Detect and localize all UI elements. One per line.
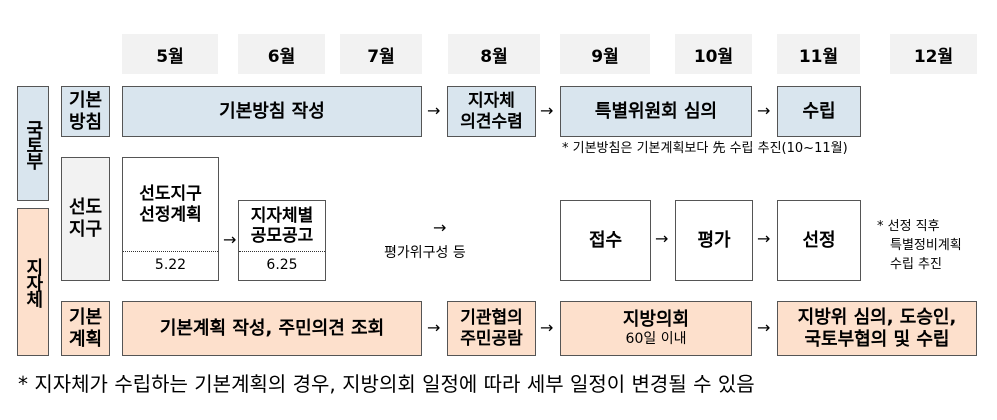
label-line: 선도 (68, 197, 103, 219)
arrow-icon: → (757, 101, 771, 120)
step-policy-establish: 수립 (777, 86, 861, 137)
month-header: 5월 (122, 34, 218, 74)
step-line: 지자체 (468, 91, 515, 112)
step-pilot-select: 선정 (777, 200, 861, 281)
label-line: 계획 (68, 328, 103, 350)
step-line: 지방위 심의, 도승인, (797, 306, 957, 328)
group-label: 국토부 (22, 119, 44, 168)
step-policy-committee: 특별위원회 심의 (560, 86, 752, 137)
date: 6.25 (239, 251, 325, 274)
arrow-icon: → (540, 318, 554, 337)
pilot-note: * 선정 직후 특별정비계획 수립 추진 (877, 218, 962, 275)
step-plan-establish: 지방위 심의, 도승인,국토부협의 및 수립 (777, 301, 977, 356)
step-line: 공모공고 (250, 226, 314, 246)
step-plan-draft: 기본계획 작성, 주민의견 조회 (122, 301, 422, 356)
step-line: 지방의회 (622, 309, 690, 331)
month-header: 10월 (675, 34, 752, 74)
arrow-icon: → (433, 218, 447, 237)
step-line: 기관협의 (460, 308, 523, 329)
arrow-icon: → (757, 229, 771, 248)
step-sub: 60일 이내 (625, 330, 687, 347)
policy-note: * 기본방침은 기본계획보다 先 수립 추진(10~11월) (562, 141, 848, 156)
step-line: 선도지구 (139, 184, 202, 205)
group-ministry: 국토부 (17, 86, 49, 201)
month-header: 8월 (448, 34, 540, 74)
note-line: 수립 추진 (890, 256, 942, 272)
group-label: 지자체 (22, 258, 44, 306)
label-line: 방침 (68, 111, 103, 133)
step-policy-draft: 기본방침 작성 (122, 86, 422, 137)
step-pilot-evaluate: 평가 (675, 200, 753, 281)
month-header: 12월 (890, 34, 977, 74)
arrow-icon: → (655, 229, 669, 248)
step-line: 선정계획 (139, 204, 202, 225)
step-line: 의견수렴 (460, 111, 523, 132)
date: 5.22 (123, 251, 218, 274)
footer-note: * 지자체가 수립하는 기본계획의 경우, 지방의회 일정에 따라 세부 일정이… (18, 372, 755, 396)
arrow-icon: → (223, 230, 237, 249)
arrow-icon: → (427, 101, 441, 120)
note-line: 특별정비계획 (890, 237, 962, 253)
label-line: 기본 (68, 306, 103, 328)
label-line: 지구 (68, 219, 103, 240)
group-local: 지자체 (17, 208, 49, 356)
month-header: 9월 (560, 34, 650, 74)
arrow-icon: → (757, 318, 771, 337)
step-line: 국토부협의 및 수립 (804, 328, 950, 350)
label-line: 기본 (68, 89, 103, 111)
month-header: 11월 (777, 34, 860, 74)
step-pilot-receive: 접수 (560, 200, 651, 281)
note-line: * 선정 직후 (877, 219, 940, 234)
arrow-icon: → (540, 101, 554, 120)
step-line: 지자체별 (250, 205, 314, 226)
month-header: 6월 (238, 34, 325, 74)
mid-text: 평가위구성 등 (384, 245, 466, 261)
arrow-icon: → (427, 318, 441, 337)
step-line: 주민공람 (460, 328, 523, 349)
month-header: 7월 (340, 34, 422, 74)
